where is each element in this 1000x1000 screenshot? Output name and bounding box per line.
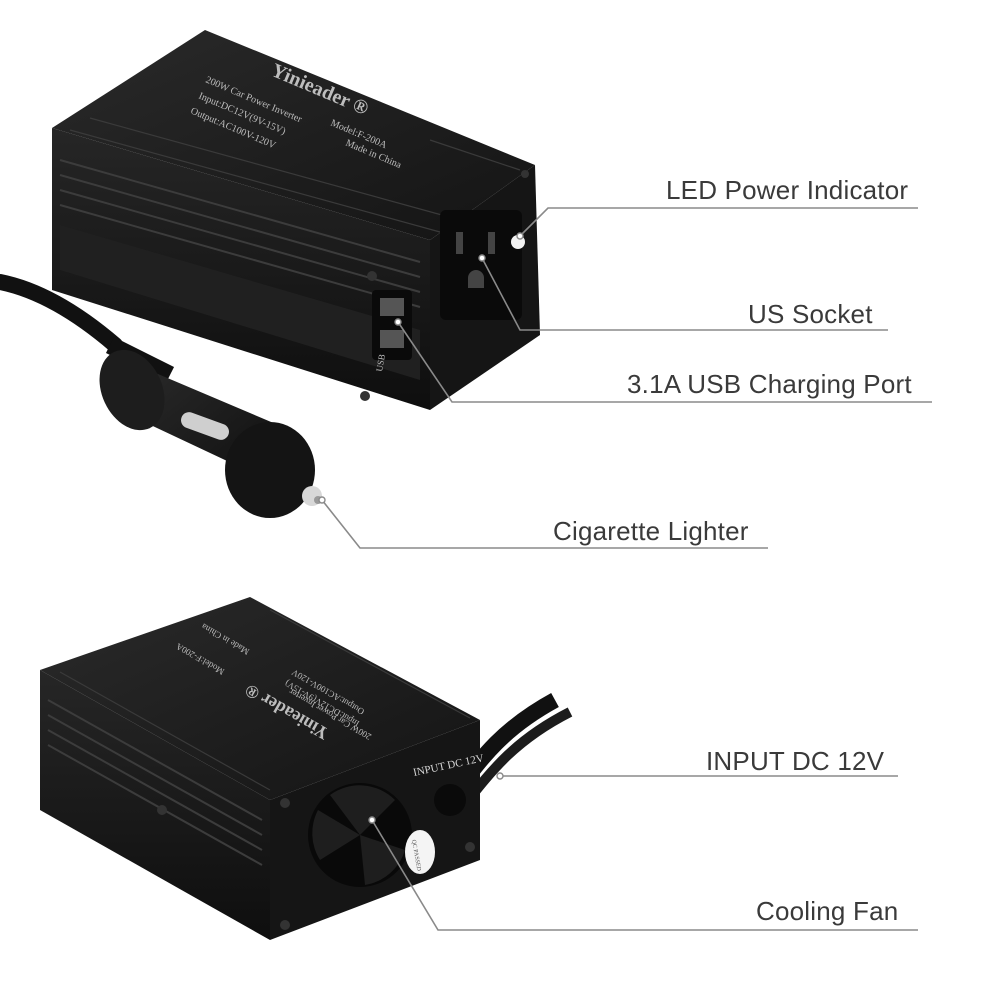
label-input-dc-12v: INPUT DC 12V <box>706 746 885 776</box>
callout-line-fan <box>371 819 918 931</box>
callout-line-us-socket <box>481 257 888 331</box>
label-cooling-fan: Cooling Fan <box>756 896 899 926</box>
device-qc-sticker: QC PASSED <box>410 839 422 872</box>
label-cigarette-lighter: Cigarette Lighter <box>553 516 749 546</box>
callout-line-cigarette <box>321 499 768 549</box>
device-usb-label: USB <box>374 353 387 372</box>
label-usb-charging-port: 3.1A USB Charging Port <box>627 369 912 399</box>
callout-line-led <box>519 207 918 237</box>
inverter-top-view <box>0 30 540 410</box>
callout-line-usb <box>397 321 932 403</box>
inverter-bottom-view <box>40 597 573 940</box>
label-led-power-indicator: LED Power Indicator <box>666 175 909 205</box>
label-us-socket: US Socket <box>748 299 873 329</box>
cigarette-lighter-plug <box>99 336 322 518</box>
callout-lines <box>321 207 932 931</box>
